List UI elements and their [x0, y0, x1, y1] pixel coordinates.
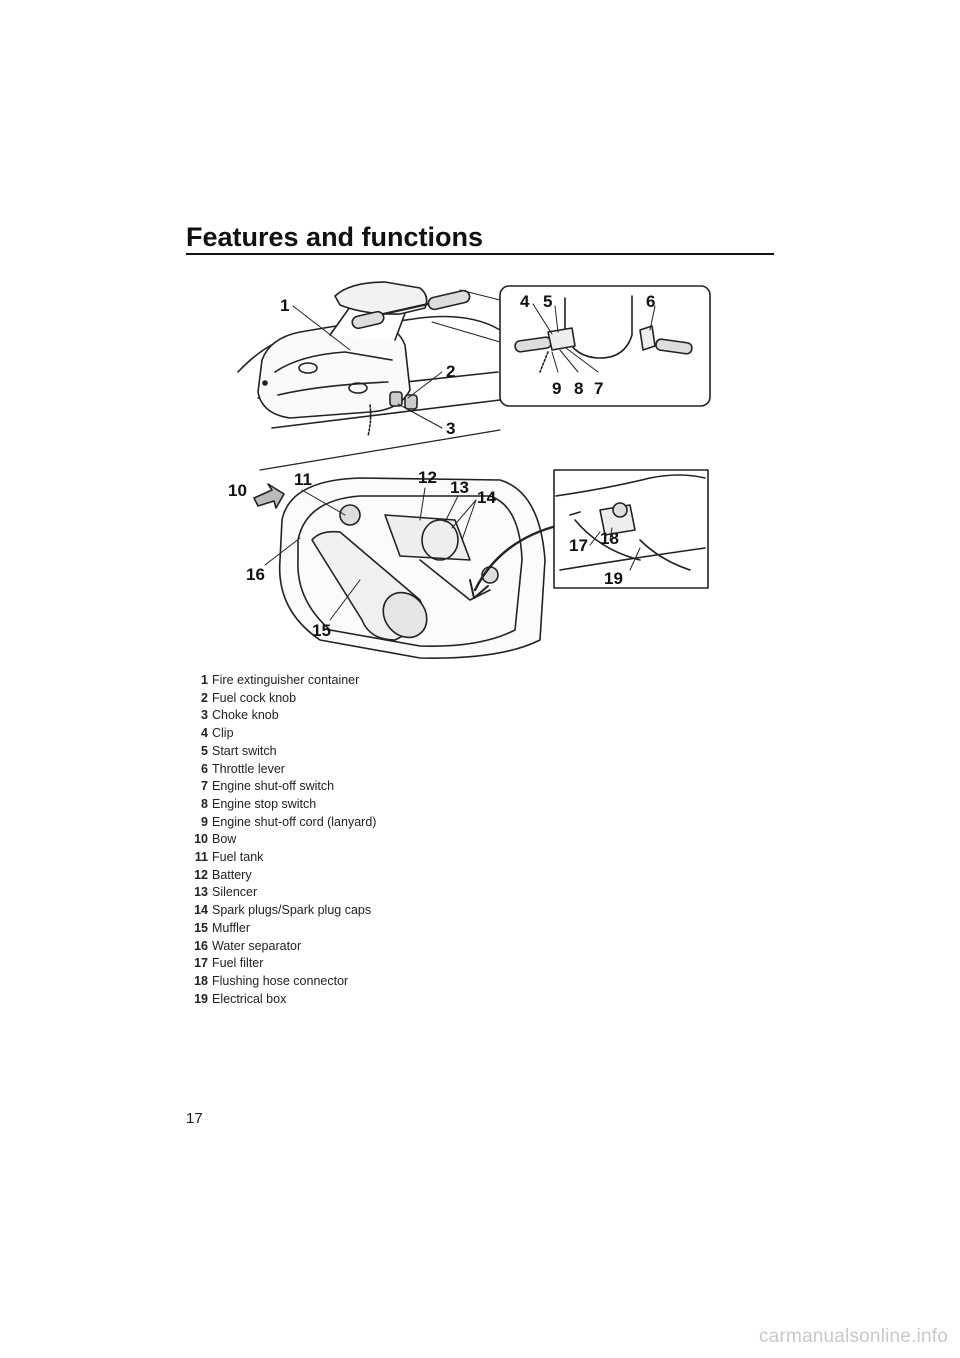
legend-number: 12 [186, 867, 208, 885]
handlebar-inset [500, 286, 710, 406]
legend-text: Engine stop switch [212, 796, 316, 814]
legend-text: Engine shut-off cord (lanyard) [212, 814, 376, 832]
legend-number: 5 [186, 743, 208, 761]
callout-15: 15 [312, 621, 331, 640]
legend-number: 6 [186, 761, 208, 779]
legend-text: Engine shut-off switch [212, 778, 334, 796]
watermark: carmanualsonline.info [759, 1326, 948, 1348]
legend-number: 17 [186, 955, 208, 973]
legend-number: 2 [186, 690, 208, 708]
legend-text: Flushing hose connector [212, 973, 348, 991]
legend-text: Electrical box [212, 991, 286, 1009]
legend-text: Spark plugs/Spark plug caps [212, 902, 371, 920]
callout-6: 6 [646, 292, 655, 311]
legend-text: Silencer [212, 884, 257, 902]
legend-number: 13 [186, 884, 208, 902]
legend-number: 19 [186, 991, 208, 1009]
callout-16: 16 [246, 565, 265, 584]
callout-14: 14 [477, 488, 496, 507]
callout-12: 12 [418, 468, 437, 487]
callout-18: 18 [600, 529, 619, 548]
callout-19: 19 [604, 569, 623, 588]
legend-text: Battery [212, 867, 252, 885]
legend-number: 15 [186, 920, 208, 938]
legend-text: Muffler [212, 920, 250, 938]
legend-text: Fire extinguisher container [212, 672, 359, 690]
legend-number: 18 [186, 973, 208, 991]
legend-number: 4 [186, 725, 208, 743]
legend-text: Fuel cock knob [212, 690, 296, 708]
legend-text: Fuel tank [212, 849, 263, 867]
legend-text: Start switch [212, 743, 277, 761]
callout-2: 2 [446, 362, 455, 381]
legend-number: 8 [186, 796, 208, 814]
legend-text: Choke knob [212, 707, 279, 725]
callout-13: 13 [450, 478, 469, 497]
legend-text: Water separator [212, 938, 301, 956]
electrical-inset [554, 470, 708, 588]
callout-4: 4 [520, 292, 530, 311]
legend-number: 10 [186, 831, 208, 849]
callout-7: 7 [594, 379, 603, 398]
callout-10: 10 [228, 481, 247, 500]
legend-text: Bow [212, 831, 236, 849]
legend-text: Throttle lever [212, 761, 285, 779]
page-number: 17 [186, 1110, 203, 1127]
legend-text: Clip [212, 725, 234, 743]
callout-9: 9 [552, 379, 561, 398]
legend-number: 7 [186, 778, 208, 796]
callout-5: 5 [543, 292, 552, 311]
callout-1: 1 [280, 296, 289, 315]
legend-number: 14 [186, 902, 208, 920]
callout-17: 17 [569, 536, 588, 555]
legend-number: 1 [186, 672, 208, 690]
legend-text: Fuel filter [212, 955, 263, 973]
legend-number: 11 [186, 849, 208, 867]
handlebar-hood-drawing [238, 282, 500, 470]
callout-11: 11 [294, 470, 312, 489]
legend-number: 9 [186, 814, 208, 832]
callout-3: 3 [446, 419, 455, 438]
legend-number: 3 [186, 707, 208, 725]
callout-8: 8 [574, 379, 583, 398]
engine-compartment-drawing [254, 478, 560, 658]
legend-number: 16 [186, 938, 208, 956]
